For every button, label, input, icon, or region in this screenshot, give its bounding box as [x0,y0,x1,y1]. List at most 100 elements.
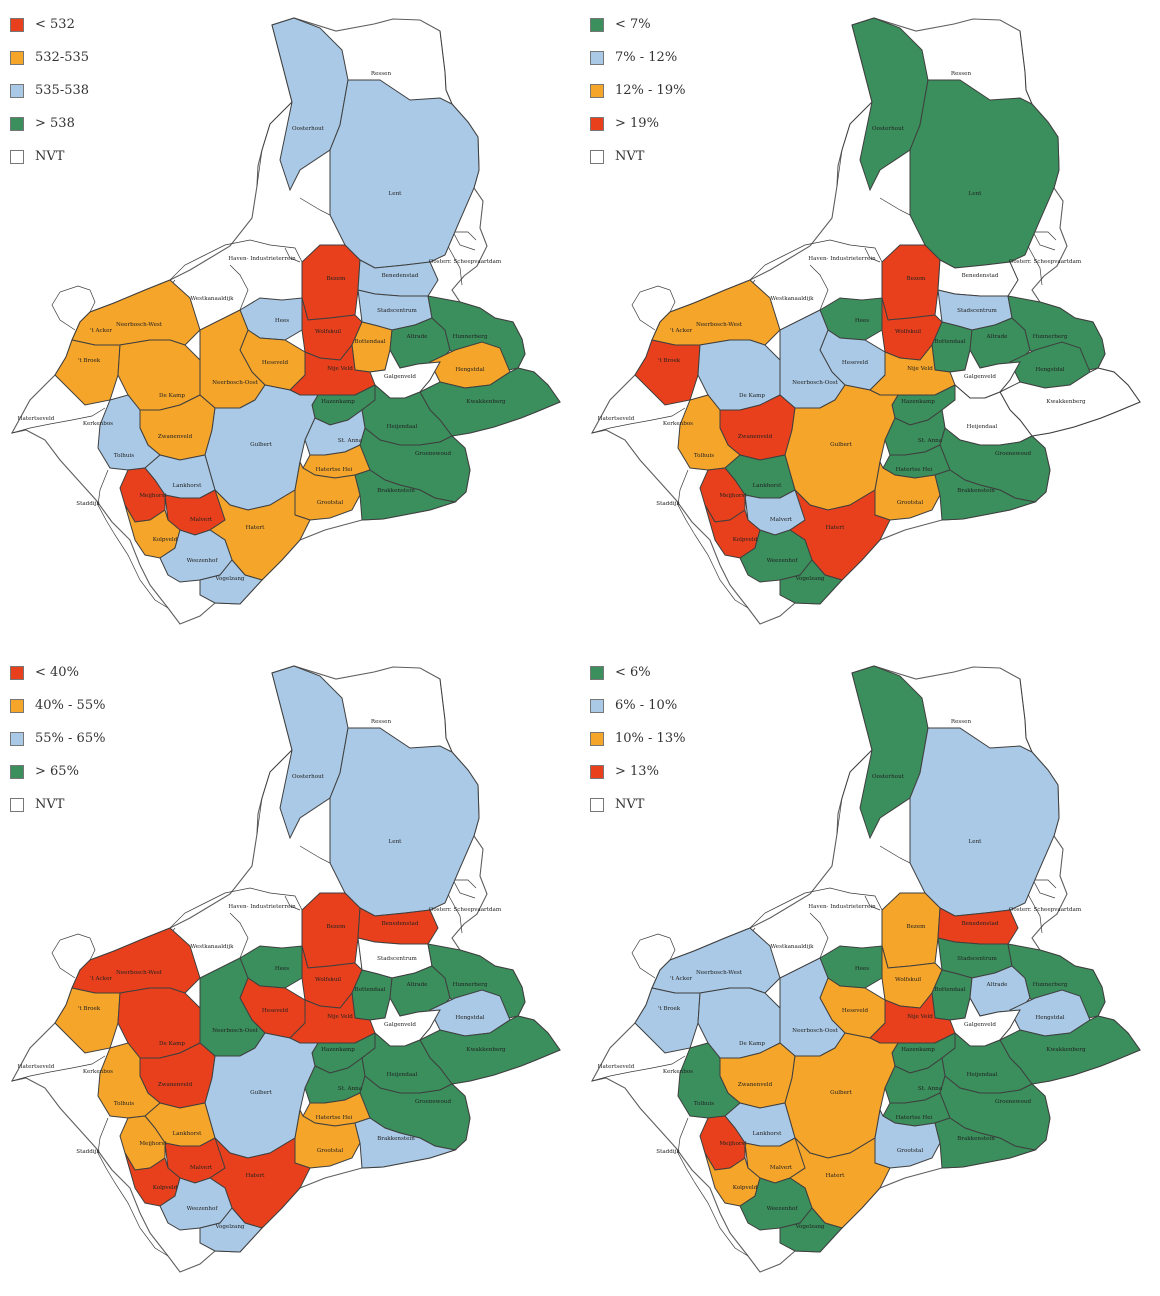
legend-swatch [10,698,24,713]
neighbourhood-label: Heseveld [842,1008,869,1014]
neighbourhood-label: Groenewoud [415,1099,451,1105]
district-border [439,678,453,753]
neighbourhood-label: Kolpveld [733,537,758,543]
neighbourhood-label: Gulbert [830,1090,852,1096]
neighbourhood-label: Groenewoud [415,451,451,457]
neighbourhood-label: Staddijk [76,501,100,507]
neighbourhood-label: De Kamp [159,393,185,399]
neighbourhood-label: Hatertseveld [18,416,55,422]
district-border [749,239,883,281]
neighbourhood-label: Hengstdal [455,1015,484,1021]
district-border [864,895,881,911]
legend-item: < 532 [10,8,89,41]
neighbourhood-label: 't Broek [78,358,101,364]
neighbourhood-label: Hatert [826,1173,845,1179]
neighbourhood-label: Vogelzang [794,1224,824,1230]
neighbourhood-label: Kerkenbos [83,421,113,427]
neighbourhood-wonderkerk [159,529,233,583]
neighbourhood-label: St. Anna [918,438,943,444]
neighbourhood-label: Kwakkenberg [466,399,506,405]
district-border [809,912,829,959]
neighbourhood-label: Gulbert [830,442,852,448]
district-border [864,247,881,263]
neighbourhood-label: Hunnerberg [453,982,488,988]
neighbourhood-brakkenstein [354,1117,457,1169]
neighbourhood-bezem [301,892,361,969]
district-border [455,231,477,241]
neighbourhood-label: Staddijk [656,1149,680,1155]
neighbourhood-bezem [301,244,361,321]
legend-swatch [590,149,604,164]
neighbourhood-label: Kwakkenberg [466,1047,506,1053]
neighbourhood-brakkenstein [934,469,1037,521]
neighbourhood-label: Stadscentrum [957,308,997,314]
district-border [1035,879,1057,889]
neighbourhood-label: Zwanenveld [738,434,773,440]
neighbourhood-label: Hatertse Hei [316,1115,353,1121]
neighbourhood-label: Stadscentrum [957,956,997,962]
neighbourhood-label: Brakkenstein [377,488,415,494]
legend-item: > 19% [590,107,685,140]
neighbourhood-label: Hatert [826,525,845,531]
neighbourhood-label: Oosterhout [872,126,905,132]
neighbourhood-label: Oosterr. Scheepvaartdam [1009,259,1082,265]
neighbourhood-label: Ressen [951,719,972,725]
neighbourhood-label: Benedenstad [962,921,999,927]
neighbourhood-label: Neerbosch-West [116,322,163,328]
neighbourhood-label: St. Anna [338,1086,363,1092]
legend-swatch [10,149,24,164]
neighbourhood-label: Staddijk [656,501,680,507]
district-border [439,30,453,105]
neighbourhood-label: Benedenstad [962,273,999,279]
neighbourhood-label: Westkanaaldijk [190,944,234,950]
legend-label: > 538 [35,116,75,131]
neighbourhood-bezem [881,892,941,969]
legend-swatch [590,698,604,713]
legend-swatch [10,50,24,65]
legend-item: 6% - 10% [590,689,685,722]
neighbourhood-label: Groenewoud [995,451,1031,457]
neighbourhood-label: Hazenkamp [901,399,935,405]
legend-swatch [590,50,604,65]
neighbourhood-label: Neerbosch-Oost [792,1028,838,1034]
neighbourhood-bezem [881,244,941,321]
neighbourhood-label: Wolfskuil [315,329,341,335]
legend-swatch [590,17,604,32]
neighbourhood-label: Hatertse Hei [896,1115,933,1121]
neighbourhood-label: Neerbosch-West [116,970,163,976]
legend-item: < 7% [590,8,685,41]
neighbourhood-label: Grootstal [317,500,344,506]
neighbourhood-label: Hengstdal [1035,1015,1064,1021]
legend-label: NVT [615,149,645,164]
neighbourhood-label: Wolfskuil [895,329,921,335]
district-border [1035,231,1057,241]
legend-swatch [10,665,24,680]
legend-label: 10% - 13% [615,731,686,746]
neighbourhood-label: Hatertse Hei [896,467,933,473]
district-border [1019,30,1033,105]
neighbourhood-label: Brakkenstein [377,1136,415,1142]
legend-label: 532-535 [35,50,90,65]
legend-label: 55% - 65% [35,731,106,746]
neighbourhood-label: Hatertseveld [598,416,635,422]
legend-item: NVT [10,140,89,173]
neighbourhood-label: Groenewoud [995,1099,1031,1105]
legend-item: 55% - 65% [10,722,105,755]
neighbourhood-lent [329,727,480,917]
legend-swatch [10,116,24,131]
legend-swatch [10,17,24,32]
neighbourhood-label: Neerbosch-West [696,322,743,328]
neighbourhood-label: Wolfskuil [895,977,921,983]
district-border [677,469,749,609]
neighbourhood-label: Oosterr. Scheepvaartdam [429,907,502,913]
legend-label: 40% - 55% [35,698,106,713]
neighbourhood-label: Bezem [907,276,927,282]
neighbourhood-label: Tolhuis [114,453,134,459]
neighbourhood-label: Meijhorst [719,493,747,499]
neighbourhood-label: Meijhorst [719,1141,747,1147]
neighbourhood-label: Brakkenstein [957,488,995,494]
district-border [749,887,883,929]
neighbourhood-label: Kerkenbos [663,1069,693,1075]
